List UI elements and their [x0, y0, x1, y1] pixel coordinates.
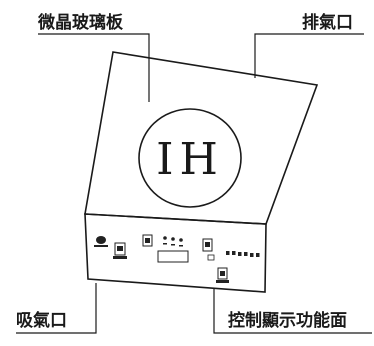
- power-button[interactable]: [113, 242, 127, 259]
- label-glass-plate: 微晶玻璃板: [37, 12, 124, 33]
- adjust-knob[interactable]: [216, 267, 229, 283]
- cooking-zone-circle: [138, 108, 242, 208]
- label-control-panel: 控制顯示功能面: [228, 310, 347, 331]
- display-window: [157, 250, 189, 263]
- brand-mark-icon: [94, 236, 108, 247]
- label-exhaust: 排氣口: [302, 12, 353, 33]
- label-intake: 吸氣口: [16, 310, 67, 331]
- leader-line-glass: [38, 33, 150, 102]
- mode-button[interactable]: [142, 234, 153, 247]
- indicator-lights: [163, 236, 183, 247]
- control-panel: [84, 213, 267, 293]
- leader-line-intake: [16, 283, 97, 334]
- control-panel-elements: [94, 234, 260, 283]
- ih-logo: IH: [156, 134, 224, 185]
- button-row[interactable]: [226, 251, 260, 257]
- leader-line-exhaust: [254, 33, 364, 78]
- function-button[interactable]: [202, 238, 213, 252]
- small-indicator: [207, 254, 215, 261]
- leader-line-control: [213, 289, 372, 334]
